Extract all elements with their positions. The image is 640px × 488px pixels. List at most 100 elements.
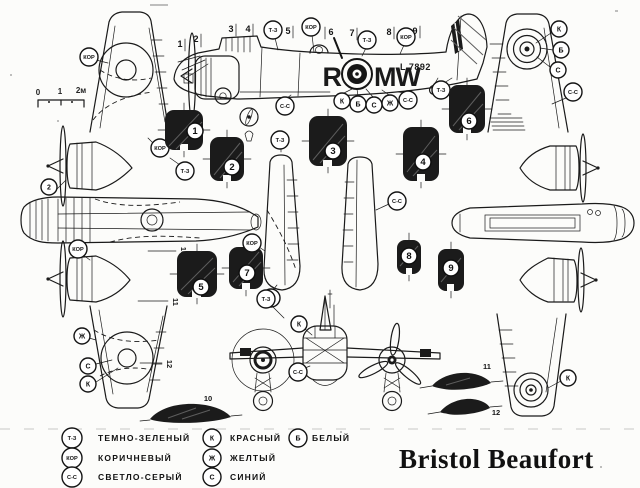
station-3: 3	[228, 24, 233, 34]
under-wing-up	[487, 13, 569, 133]
color-callout-blue-roundel-upper: С	[79, 357, 97, 375]
legend-code-dark-green: Т-З	[61, 427, 83, 449]
legend-code-white: Б	[288, 428, 308, 448]
patch-number-4: 4	[414, 153, 432, 171]
color-callout-grey-underside: С-С	[563, 82, 583, 102]
camo-patch-7: 7	[221, 239, 271, 297]
camo-patch-8: 8	[397, 232, 421, 282]
airfoil-section-12: 12	[427, 398, 503, 417]
color-callout-brown-spine: КОР	[301, 17, 321, 37]
under-top-nacelle	[519, 133, 600, 203]
color-callout-blue-roundel: С	[365, 96, 383, 114]
svg-text:9: 9	[448, 263, 453, 274]
svg-text:Б: Б	[355, 101, 360, 108]
color-callout-dark-green-tail: Т-З	[431, 80, 451, 100]
camo-patch-9: 9	[438, 241, 464, 299]
svg-text:6: 6	[466, 116, 471, 127]
station-7: 7	[349, 28, 354, 38]
color-callout-brown-port-wing: КОР	[79, 47, 99, 67]
front-fin	[319, 295, 332, 331]
section-label-10: 10	[179, 247, 188, 255]
scale-tick-2m: 2м	[76, 86, 86, 95]
patch-number-3: 3	[324, 142, 342, 160]
color-callout-blue-bullseye: С	[549, 61, 567, 79]
color-callout-yellow-roundel: Ж	[381, 94, 399, 112]
color-callout-dark-green-canopy: Т-З	[263, 20, 283, 40]
front-fuselage	[302, 325, 348, 381]
under-roundel-up	[506, 28, 548, 70]
patch-number-8: 8	[400, 247, 418, 265]
svg-text:КОР: КОР	[154, 146, 166, 152]
airfoil-section-10: 10	[139, 394, 243, 423]
side-main-wheel	[214, 87, 232, 105]
tailplane-upper-view	[263, 145, 301, 291]
airfoil-sections: 10 11 12	[139, 362, 504, 423]
legend-code-light-grey: С-С	[61, 466, 83, 488]
camo-patch-4: 4	[395, 119, 447, 189]
svg-text:5: 5	[198, 282, 204, 293]
svg-text:7: 7	[244, 268, 249, 279]
station-1: 1	[177, 39, 182, 49]
upper-port-wing	[89, 11, 170, 133]
side-fuselage-outline	[173, 13, 488, 100]
svg-text:2: 2	[47, 184, 51, 191]
camo-patch-1: 1	[157, 102, 211, 158]
patch-number-1: 1	[186, 122, 204, 140]
camouflage-patches: 1 2 3 4 5	[157, 77, 493, 305]
svg-text:Ж: Ж	[386, 100, 394, 107]
color-callout-red-roundel-upper: К	[79, 375, 97, 393]
legend-label-red: КРАСНЫЙ	[230, 432, 281, 443]
legend-label-yellow: ЖЕЛТЫЙ	[229, 452, 276, 463]
patch-number-5: 5	[192, 278, 210, 296]
color-callout-yellow-leading-edge: Ж	[73, 327, 91, 345]
svg-text:КОР: КОР	[400, 35, 412, 41]
svg-text:Т-З: Т-З	[276, 138, 285, 144]
prop-hub-front-view	[239, 107, 259, 142]
tailplane-underside-view	[341, 156, 379, 291]
svg-text:К: К	[557, 26, 562, 33]
legend-code-yellow: Ж	[202, 448, 222, 468]
svg-text:К: К	[86, 381, 91, 388]
station-2: 2	[193, 34, 198, 44]
svg-text:Т-З: Т-З	[269, 28, 278, 34]
svg-text:КОР: КОР	[305, 25, 317, 31]
color-callout-brown-aft: КОР	[396, 27, 416, 47]
scale-bar: 0 1 2м	[36, 86, 86, 108]
station-6: 6	[328, 27, 333, 37]
legend: Т-З ТЕМНО-ЗЕЛЕНЫЙ КОР КОРИЧНЕВЫЙ С-С СВЕ…	[61, 427, 349, 488]
svg-text:8: 8	[406, 251, 411, 262]
color-callout-brown-wing-root: КОР	[150, 138, 170, 158]
color-callout-red-roundel: К	[333, 92, 351, 110]
color-callout-grey-tailplane: С-С	[387, 191, 407, 211]
patch-number-2: 2	[223, 158, 241, 176]
svg-text:С: С	[209, 474, 214, 481]
legend-code-brown: КОР	[61, 447, 83, 469]
scan-noise	[0, 4, 640, 468]
section-datums: 10 11 12	[137, 247, 188, 368]
svg-text:С-С: С-С	[280, 104, 290, 110]
svg-text:КОР: КОР	[83, 55, 95, 61]
scale-tick-0: 0	[36, 88, 41, 97]
upper-top-nacelle	[46, 125, 133, 207]
station-4: 4	[245, 24, 250, 34]
upper-bottom-nacelle	[46, 240, 131, 318]
front-left-engine	[231, 328, 295, 412]
color-callout-brown-nacelle: КОР	[68, 239, 88, 259]
svg-text:Ж: Ж	[208, 455, 216, 462]
patch-number-6: 6	[460, 112, 478, 130]
upper-wing-roundel	[98, 42, 154, 98]
squadron-letter: R	[323, 62, 342, 92]
color-callout-red-bullseye: К	[550, 20, 568, 38]
color-callout-red-front: К	[290, 315, 308, 333]
legend-label-blue: СИНИЙ	[230, 471, 267, 482]
under-bottom-nacelle	[519, 247, 598, 313]
camo-patch-5: 5	[169, 243, 225, 305]
svg-text:Т-З: Т-З	[68, 436, 77, 442]
legend-code-red: К	[202, 428, 222, 448]
plan-view-upper-surfaces: 10 11 12 КОР 2 КОР Т-З КОР Ж С К	[20, 11, 262, 409]
svg-text:С-С: С-С	[293, 370, 303, 376]
legend-label-dark-green: ТЕМНО-ЗЕЛЕНЫЙ	[98, 432, 190, 443]
svg-text:Т-З: Т-З	[363, 38, 372, 44]
front-right-engine	[358, 322, 422, 412]
